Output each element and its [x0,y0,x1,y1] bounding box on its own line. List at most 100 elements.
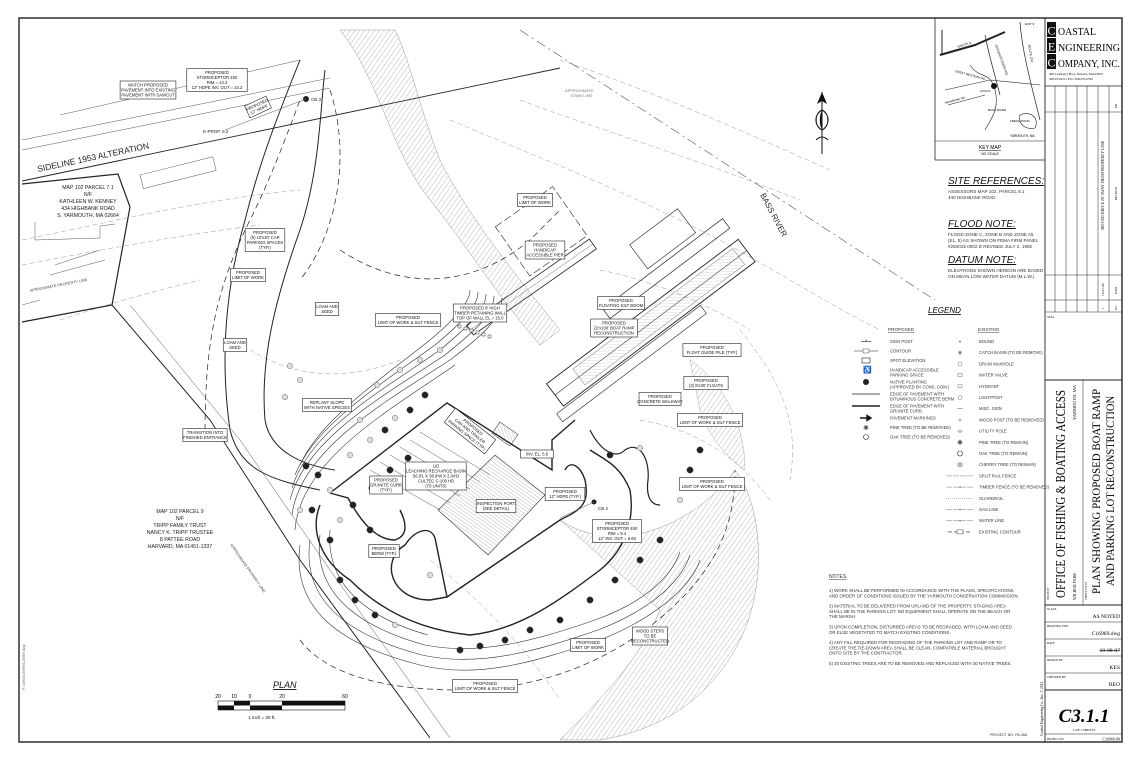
scale-tick: 60 [342,694,348,700]
callout-box [405,461,467,491]
legend-existing-label: CATCH BASIN (TO BE REMOVE) [979,350,1043,355]
note-line: 5) 30 EXISTING TREES ARE TO BE REMOVED A… [829,661,1012,666]
sheet-title-line: AND PARKING LOT RECONSTRUCTION [1104,395,1117,586]
property-line-label: APPROXIMATE PROPERTY LINE [29,278,88,293]
callout-text: LIMIT OF WORK [572,645,604,650]
legend-proposed-label: EDGE OF PAVEMENT WITH [890,392,944,397]
water-line-icon [946,519,974,522]
legend-existing-label: GAS LINE [979,507,999,512]
callout-text: 12" HDPE (TYP.) [549,494,581,499]
project-label: PROJECT [1046,587,1050,600]
key-map-label: HIGHBANK RD. [944,95,966,105]
parcel-kenney: MAP 102 PARCEL 7.1 N/F KATHLEEN W. KENNE… [57,185,119,219]
sheet-title-label: SHEET TITLE [1084,582,1088,600]
parcel-line: MAP 102 PARCEL 7.1 [62,185,114,191]
callout-box [590,318,638,338]
callout-text: PROPOSED [253,230,277,235]
revision-by: KB [1115,104,1118,108]
proposed-driveway [204,59,561,491]
parcel-line: N/F [176,516,184,522]
hydrant-icon [957,384,963,389]
legend-existing-label: LIGHTPOST [979,395,1003,400]
north-arrow-icon [815,92,829,154]
native-planting-icon [336,576,344,584]
callout-text: STORMCEPTOR 450 [597,526,638,531]
note-line: FLOOD ZONE C, ZONE B AND ZONE A5 [948,232,1034,237]
project-site: WILBUR PARK [1072,573,1077,600]
callout-text: PROPOSED [236,270,260,275]
site-references-heading: SITE REFERENCES: [948,176,1044,187]
lightpost-icon [957,395,963,400]
callout-box [597,296,645,310]
callout-box [520,449,554,459]
key-map-label: ROUTE 6 [957,41,972,49]
legend-existing-label: GUARDRAIL [979,496,1004,501]
legend-existing-label: OAK TREE (TO REMAIN) [979,451,1028,456]
water-valve-icon [957,373,963,377]
native-planting-icon [386,466,394,474]
title-field-label: CHECKED BY [1047,675,1067,679]
flood-note-heading: FLOOD NOTE: [948,219,1016,230]
parcel-line: HARVARD, MA 01451-1337 [148,544,213,550]
company-name-line: OASTAL [1058,27,1096,38]
callout-text: LIMIT OF WORK & SILT FENCE [680,420,741,425]
native-planting-icon [406,406,414,414]
callout-box [683,376,729,390]
existing-tree-icon [392,622,399,629]
revision-header: REVISION [1115,187,1118,200]
logo-letter: C [1047,56,1055,70]
native-planting-icon [686,466,694,474]
gas-line-icon [946,508,974,511]
callout-text: REPLANT SLOPE [310,400,345,405]
callout-text: PAVEMENT WITH SAWCUT [121,93,175,98]
native-planting-icon [326,536,334,544]
parcel-line: 434 HIGHBANK ROAD [61,206,115,212]
callout-text: LOAM AND [224,340,246,345]
callout-box [244,228,286,252]
note-line: 3) UPON COMPLETION, DISTURBED AREAS TO B… [829,625,1012,630]
note-line: 1) WORK SHALL BE PERFORMED IN ACCORDANCE… [829,588,1014,593]
callout-text: RECONSTRUCTION [594,331,634,336]
existing-tree-icon [374,382,381,389]
callout-text: PROPOSED [553,489,577,494]
callout-text: PROPOSED [396,315,420,320]
callout-text: RIM = 14.2 [207,80,228,85]
existing-tree-icon [427,572,434,579]
legend: LEGEND PROPOSED EXISTING SIGN POSTCONTOU… [852,306,1050,534]
legend-proposed-label: OAK TREE (TO BE REMOVED) [890,435,950,440]
callout-box [677,413,743,427]
callout-box [368,544,400,558]
callout-text: SEED [229,345,240,350]
native-planting-icon [421,391,429,399]
pavement-arrow-icon [860,414,873,422]
callout-text: PROPOSED [648,394,672,399]
sheet-number: C3.1.1 [1059,706,1110,727]
callout-text: (TYP.) [259,245,271,250]
callout-box [592,519,642,543]
legend-proposed-label: SIGN POST [890,339,913,344]
project-ref: PROJECT NO. PA-368 [990,733,1027,737]
callout-text: 12" INV. OUT = 6.60 [598,536,637,541]
callout-text: WOOD STEPS [636,629,665,634]
key-map-label: YARMOUTH, MA [1010,134,1035,138]
company-phone: 508.255.6511 Fax: 508.255.6700 [1049,77,1093,81]
title-field-label: SCALE [1047,607,1057,611]
callout-text: PROPOSED [523,195,547,200]
title-field-value: REO [1109,682,1120,688]
existing-tree-icon [347,452,354,459]
legend-proposed-label: NATIVE PLANTING [890,380,927,385]
company-name-line: NGINEERING [1058,43,1120,54]
callout-text: (5) 10'x20' CAR [250,235,279,240]
parcel-line: NANCY K. TRIPP TRUSTEE [147,530,214,536]
legend-proposed-header: PROPOSED [888,327,915,332]
sheet-count: 1 OF 1 SHEETS [1073,728,1096,732]
legend-existing-label: WATER LINE [979,518,1004,523]
callout-box [570,638,606,652]
